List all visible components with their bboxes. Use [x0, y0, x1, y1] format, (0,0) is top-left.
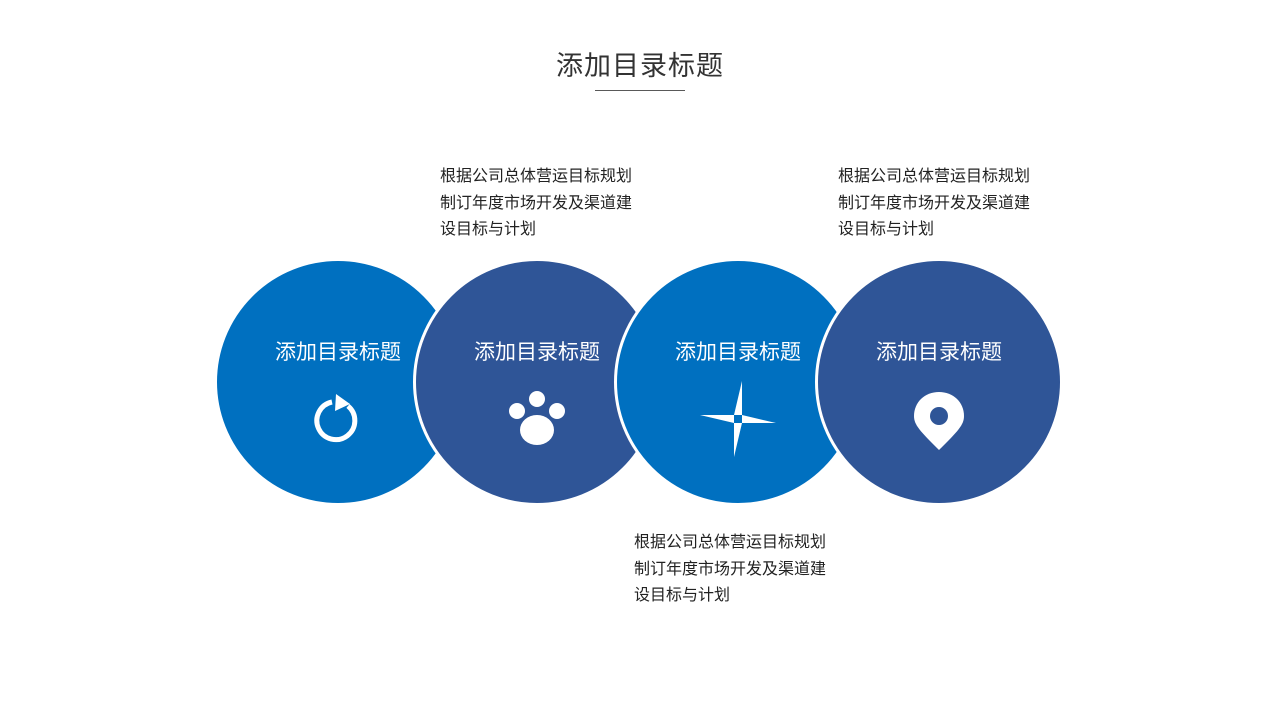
description-line: 制订年度市场开发及渠道建 — [440, 192, 633, 212]
description-line: 设目标与计划 — [440, 219, 537, 238]
description-line: 设目标与计划 — [634, 585, 731, 604]
toc-circle-4: 添加目录标题 — [815, 258, 1063, 506]
description-line: 制订年度市场开发及渠道建 — [838, 192, 1031, 212]
title-underline — [595, 90, 685, 91]
circle-label: 添加目录标题 — [275, 340, 401, 364]
description-block-3: 根据公司总体营运目标规划 制订年度市场开发及渠道建 设目标与计划 — [634, 529, 864, 609]
circle-label: 添加目录标题 — [675, 340, 801, 364]
description-line: 根据公司总体营运目标规划 — [634, 532, 827, 551]
circle-label: 添加目录标题 — [474, 340, 600, 364]
circle-label: 添加目录标题 — [876, 340, 1002, 364]
page-title: 添加目录标题 — [556, 51, 724, 82]
toc-circle-3: 添加目录标题 — [614, 258, 862, 506]
description-line: 设目标与计划 — [838, 219, 935, 238]
location-pin-icon — [914, 392, 964, 450]
description-block-4: 根据公司总体营运目标规划 制订年度市场开发及渠道建 设目标与计划 — [838, 163, 1068, 243]
description-block-2: 根据公司总体营运目标规划 制订年度市场开发及渠道建 设目标与计划 — [440, 163, 670, 243]
description-line: 根据公司总体营运目标规划 — [440, 166, 633, 185]
paw-icon — [509, 391, 565, 445]
pinwheel-icon — [700, 381, 776, 457]
refresh-icon — [314, 394, 358, 443]
description-line: 制订年度市场开发及渠道建 — [634, 558, 827, 578]
description-line: 根据公司总体营运目标规划 — [838, 166, 1031, 185]
